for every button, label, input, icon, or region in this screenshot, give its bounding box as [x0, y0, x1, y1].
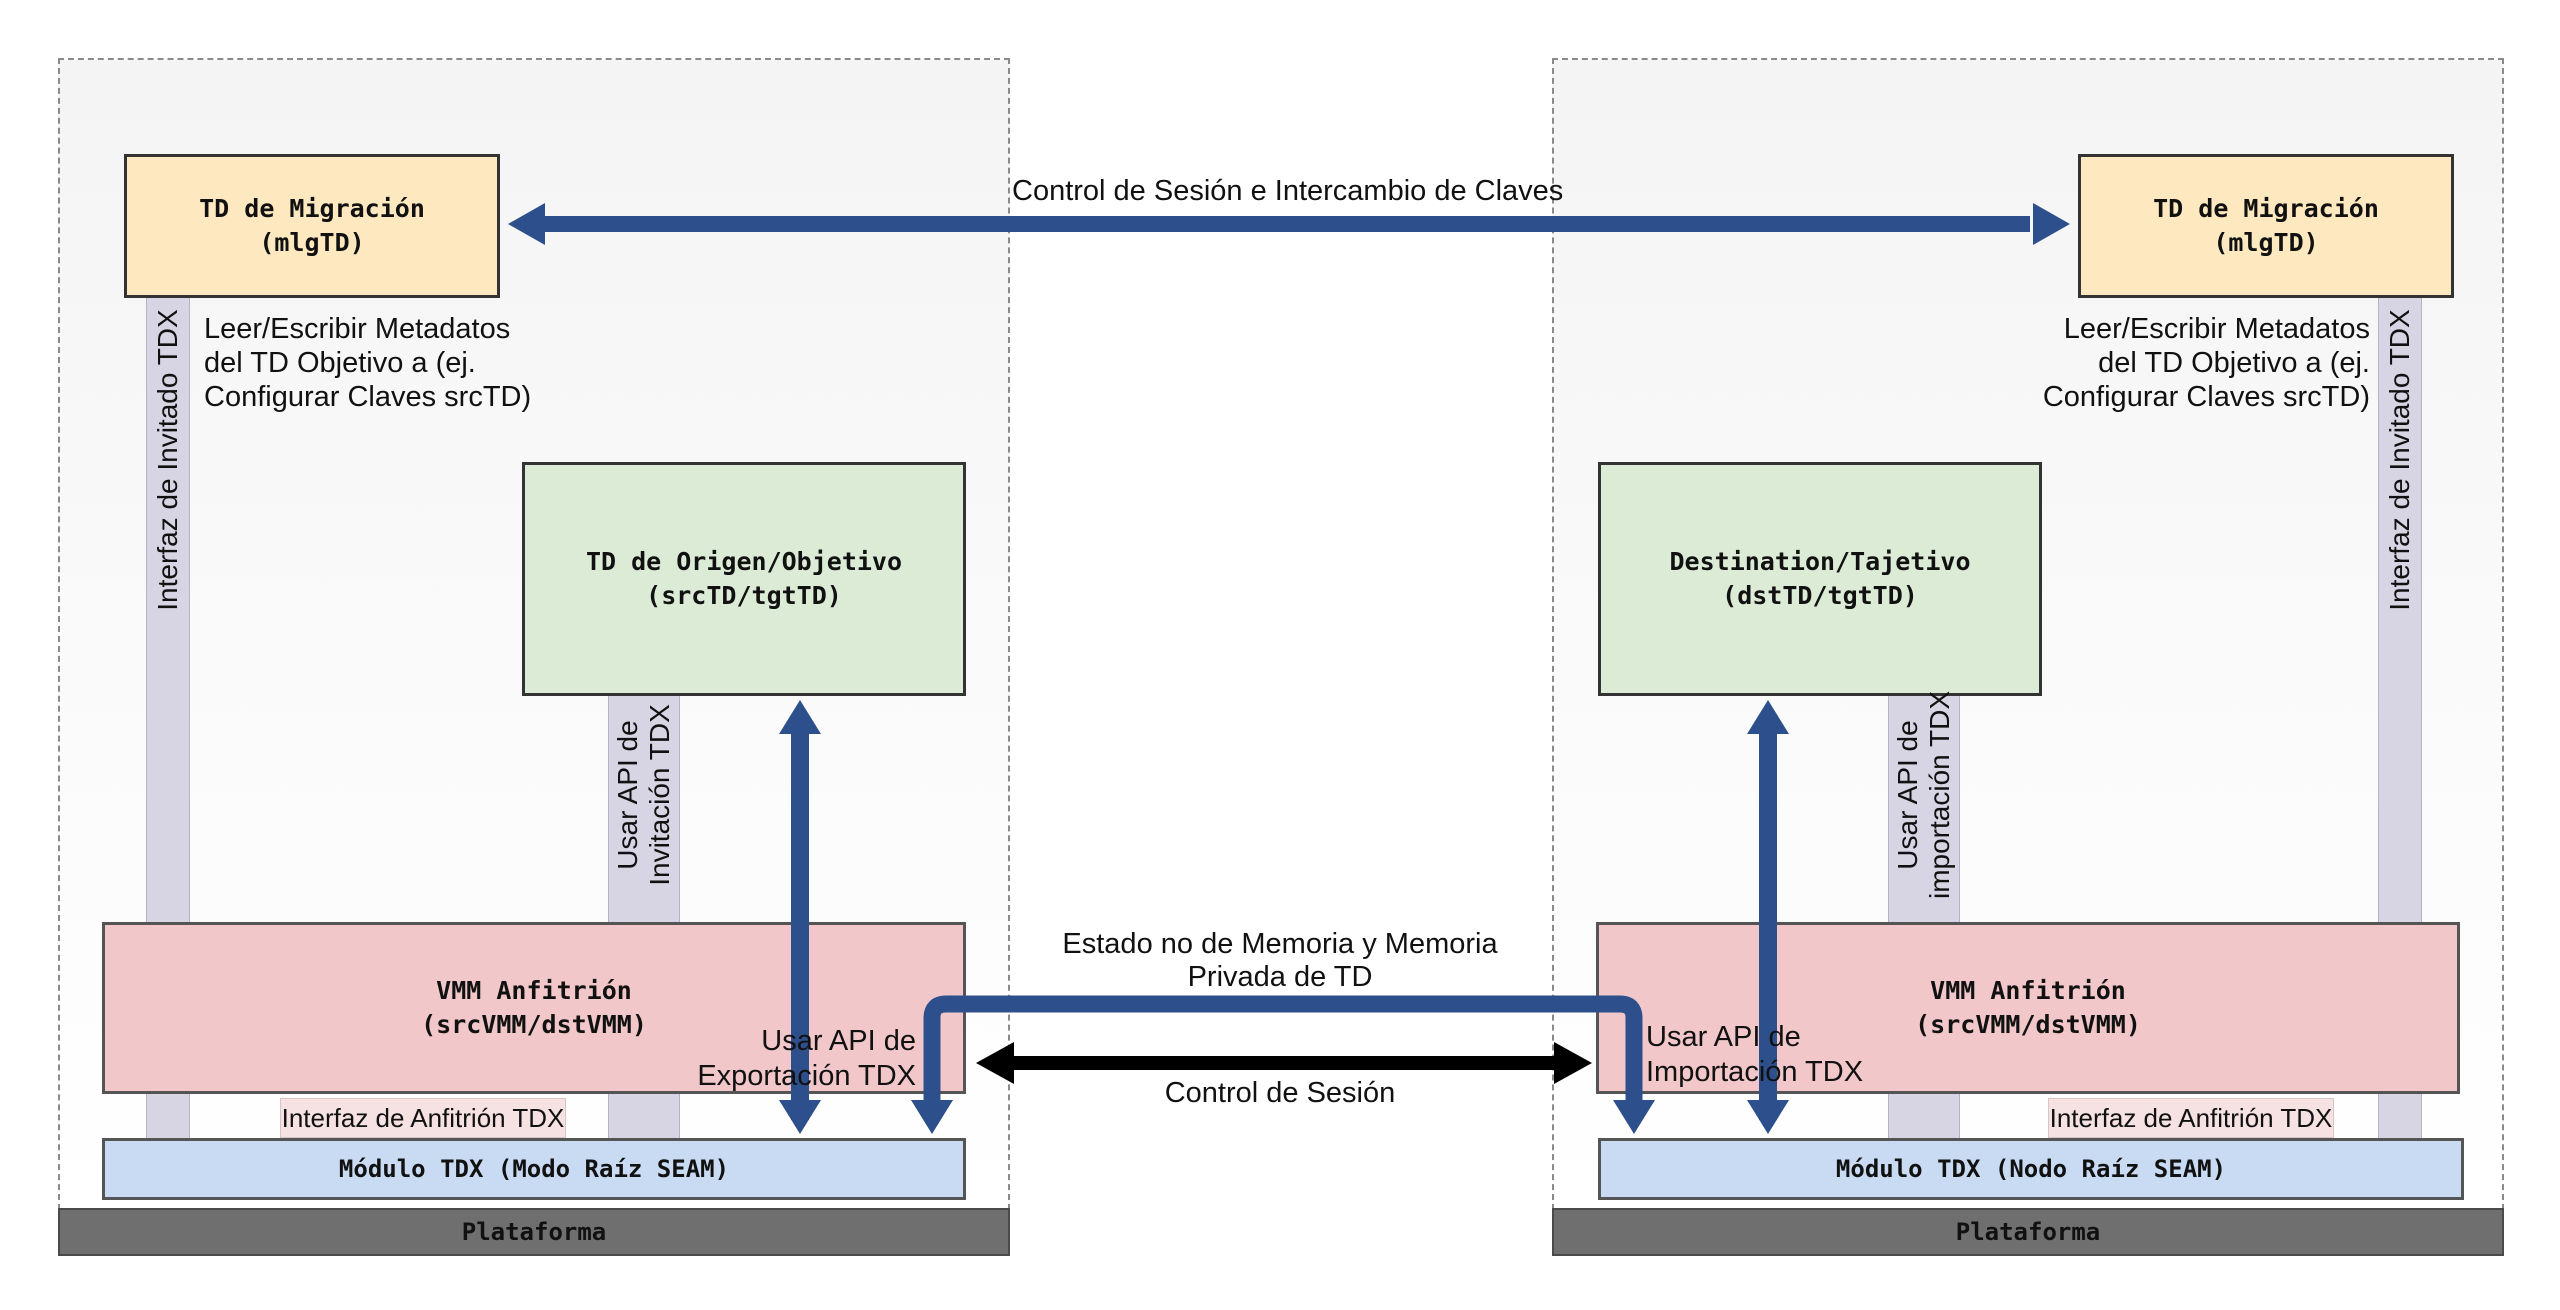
left-host-vmm: VMM Anfitrión (srcVMM/dstVMM) [102, 922, 966, 1094]
right-metadata-note-line3: Configurar Claves srcTD) [2042, 381, 2370, 414]
export-api-label-line1: Usar API de [761, 1025, 916, 1057]
left-tdx-module-label: Módulo TDX (Modo Raíz SEAM) [338, 1154, 730, 1183]
left-host-vmm-subtitle: (srcVMM/dstVMM) [421, 1010, 647, 1039]
left-invited-interface-label: Interfaz de Invitado TDX [151, 309, 183, 611]
right-migration-td-title: TD de Migración [2153, 194, 2379, 224]
session-control-label: Control de Sesión [1164, 1077, 1396, 1109]
session-key-control-label: Control de Sesión e Intercambio de Clave… [1012, 175, 1564, 207]
right-api-label: Usar API de importación TDX [1892, 691, 1956, 899]
left-platform-bar: Plataforma [58, 1208, 1010, 1256]
right-host-interface-label: Interfaz de Anfitrión TDX [2049, 1102, 2333, 1133]
right-metadata-note-line1: Leer/Escribir Metadatos [2063, 313, 2370, 345]
left-api-label-line1: Usar API de [611, 720, 643, 870]
right-host-vmm-subtitle: (srcVMM/dstVMM) [1915, 1010, 2141, 1039]
left-td-vmm-arrow [779, 700, 821, 1134]
right-target-td-title: Destination/Tajetivo [1669, 547, 1971, 577]
left-api-label-line2: Invitación TDX [644, 704, 675, 886]
right-api-label-line1: Usar API de [1891, 720, 1923, 870]
right-target-td: Destination/Tajetivo (dstTD/tgtTD) [1598, 462, 2042, 696]
right-host-vmm-title: VMM Anfitrión [1930, 976, 2126, 1006]
left-platform-label: Plataforma [461, 1218, 607, 1246]
memory-state-label-line2: Privada de TD [1187, 961, 1373, 994]
memory-transfer-arrow [911, 995, 1655, 1134]
right-target-td-subtitle: (dstTD/tgtTD) [1722, 581, 1918, 610]
right-host-vmm: VMM Anfitrión (srcVMM/dstVMM) [1596, 922, 2460, 1094]
left-migration-td: TD de Migración (mlgTD) [124, 154, 500, 298]
right-tdx-module-label: Módulo TDX (Nodo Raíz SEAM) [1835, 1154, 2227, 1183]
memory-state-label: Estado no de Memoria y Memoria Privada d… [1030, 928, 1530, 995]
session-key-arrow [508, 203, 2070, 245]
left-metadata-note: Leer/Escribir Metadatos del TD Objetivo … [204, 312, 531, 415]
right-platform-label: Plataforma [1955, 1218, 2101, 1246]
export-api-label: Usar API de Exportación TDX [680, 1024, 916, 1094]
import-api-label-line2: Importación TDX [1646, 1055, 1864, 1088]
import-api-label: Usar API de Importación TDX [1646, 1020, 1863, 1090]
left-host-vmm-title: VMM Anfitrión [436, 976, 632, 1006]
right-migration-td-subtitle: (mlgTD) [2213, 228, 2319, 257]
left-tdx-module: Módulo TDX (Modo Raíz SEAM) [102, 1138, 966, 1200]
left-host-interface-label: Interfaz de Anfitrión TDX [281, 1102, 565, 1133]
session-control-arrow [976, 1042, 1592, 1084]
left-metadata-note-line2: del TD Objetivo a (ej. [204, 347, 476, 380]
right-metadata-note: Leer/Escribir Metadatos del TD Objetivo … [2040, 312, 2370, 415]
left-target-td-title: TD de Origen/Objetivo [585, 547, 903, 577]
right-platform-bar: Plataforma [1552, 1208, 2504, 1256]
left-target-td: TD de Origen/Objetivo (srcTD/tgtTD) [522, 462, 966, 696]
right-invited-interface-label: Interfaz de Invitado TDX [2383, 309, 2415, 611]
left-api-label: Usar API de Invitación TDX [612, 704, 676, 886]
memory-state-label-line1: Estado no de Memoria y Memoria [1062, 928, 1498, 960]
right-api-label-line2: importación TDX [1924, 690, 1955, 900]
right-td-vmm-arrow [1747, 700, 1789, 1134]
left-metadata-note-line3: Configurar Claves srcTD) [204, 381, 532, 414]
right-migration-td: TD de Migración (mlgTD) [2078, 154, 2454, 298]
left-migration-td-subtitle: (mlgTD) [259, 228, 365, 257]
left-target-td-subtitle: (srcTD/tgtTD) [646, 581, 842, 610]
import-api-label-line1: Usar API de [1646, 1021, 1801, 1053]
left-migration-td-title: TD de Migración [199, 194, 425, 224]
right-tdx-module: Módulo TDX (Nodo Raíz SEAM) [1598, 1138, 2464, 1200]
left-metadata-note-line1: Leer/Escribir Metadatos [204, 313, 511, 345]
left-host-interface: Interfaz de Anfitrión TDX [280, 1098, 566, 1138]
right-metadata-note-line2: del TD Objetivo a (ej. [2098, 347, 2370, 380]
export-api-label-line2: Exportación TDX [697, 1059, 916, 1092]
right-host-interface: Interfaz de Anfitrión TDX [2048, 1098, 2334, 1138]
